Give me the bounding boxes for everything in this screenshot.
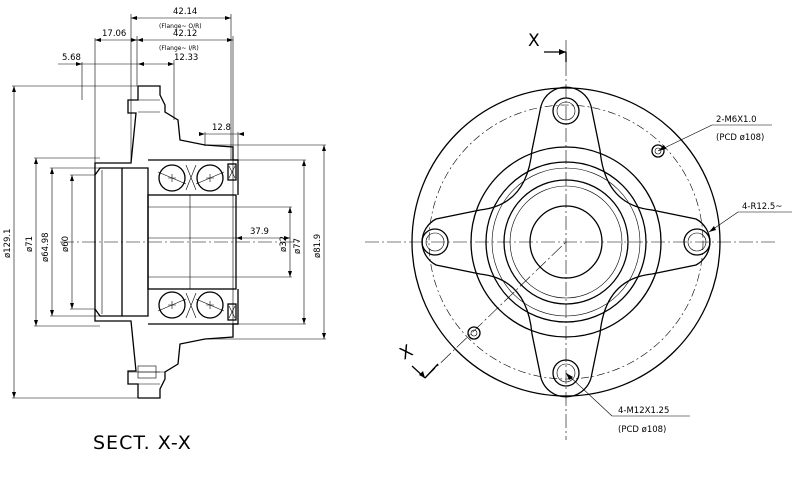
callout-m12-label: 4-M12X1.25: [618, 406, 669, 416]
dim-42-14: 42.14: [173, 7, 197, 17]
section-marker-bottom: X: [397, 341, 417, 364]
dim-flange-inner-note: (Flange~ I/R): [159, 45, 199, 52]
callout-m12-pcd: (PCD ø108): [618, 425, 666, 435]
dim-5-68: 5.68: [62, 53, 81, 63]
dim-12-8: 12.8: [212, 123, 231, 133]
dim-42-12: 42.12: [173, 29, 197, 39]
section-marker-top: X: [528, 31, 540, 51]
front-view: X X 2-M6X1.0 (PCD ø108) 4-R12.5~ 4-M12X1…: [365, 31, 792, 440]
dim-dia-71: ø71: [25, 236, 35, 252]
section-title: SECT. X-X: [93, 432, 192, 454]
dim-dia-60: ø60: [61, 236, 71, 252]
dim-dia-129-1: ø129.1: [3, 228, 13, 258]
callout-r12-label: 4-R12.5~: [742, 202, 782, 212]
section-view: 42.14 (Flange~ O/R) 17.06 42.12 (Flange~…: [3, 7, 326, 454]
callout-m6-pcd: (PCD ø108): [716, 133, 764, 143]
dim-37-9: 37.9: [250, 227, 269, 237]
dim-dia-81-9: ø81.9: [313, 234, 323, 258]
dim-dia-64-98: ø64.98: [41, 232, 51, 262]
dim-17-06: 17.06: [102, 29, 126, 39]
dim-flange-outer-note: (Flange~ O/R): [159, 23, 202, 30]
dim-dia-77: ø77: [293, 238, 303, 254]
dim-12-33: 12.33: [174, 53, 198, 63]
callout-m6-label: 2-M6X1.0: [716, 115, 757, 125]
dim-dia-32: ø32: [279, 236, 289, 252]
